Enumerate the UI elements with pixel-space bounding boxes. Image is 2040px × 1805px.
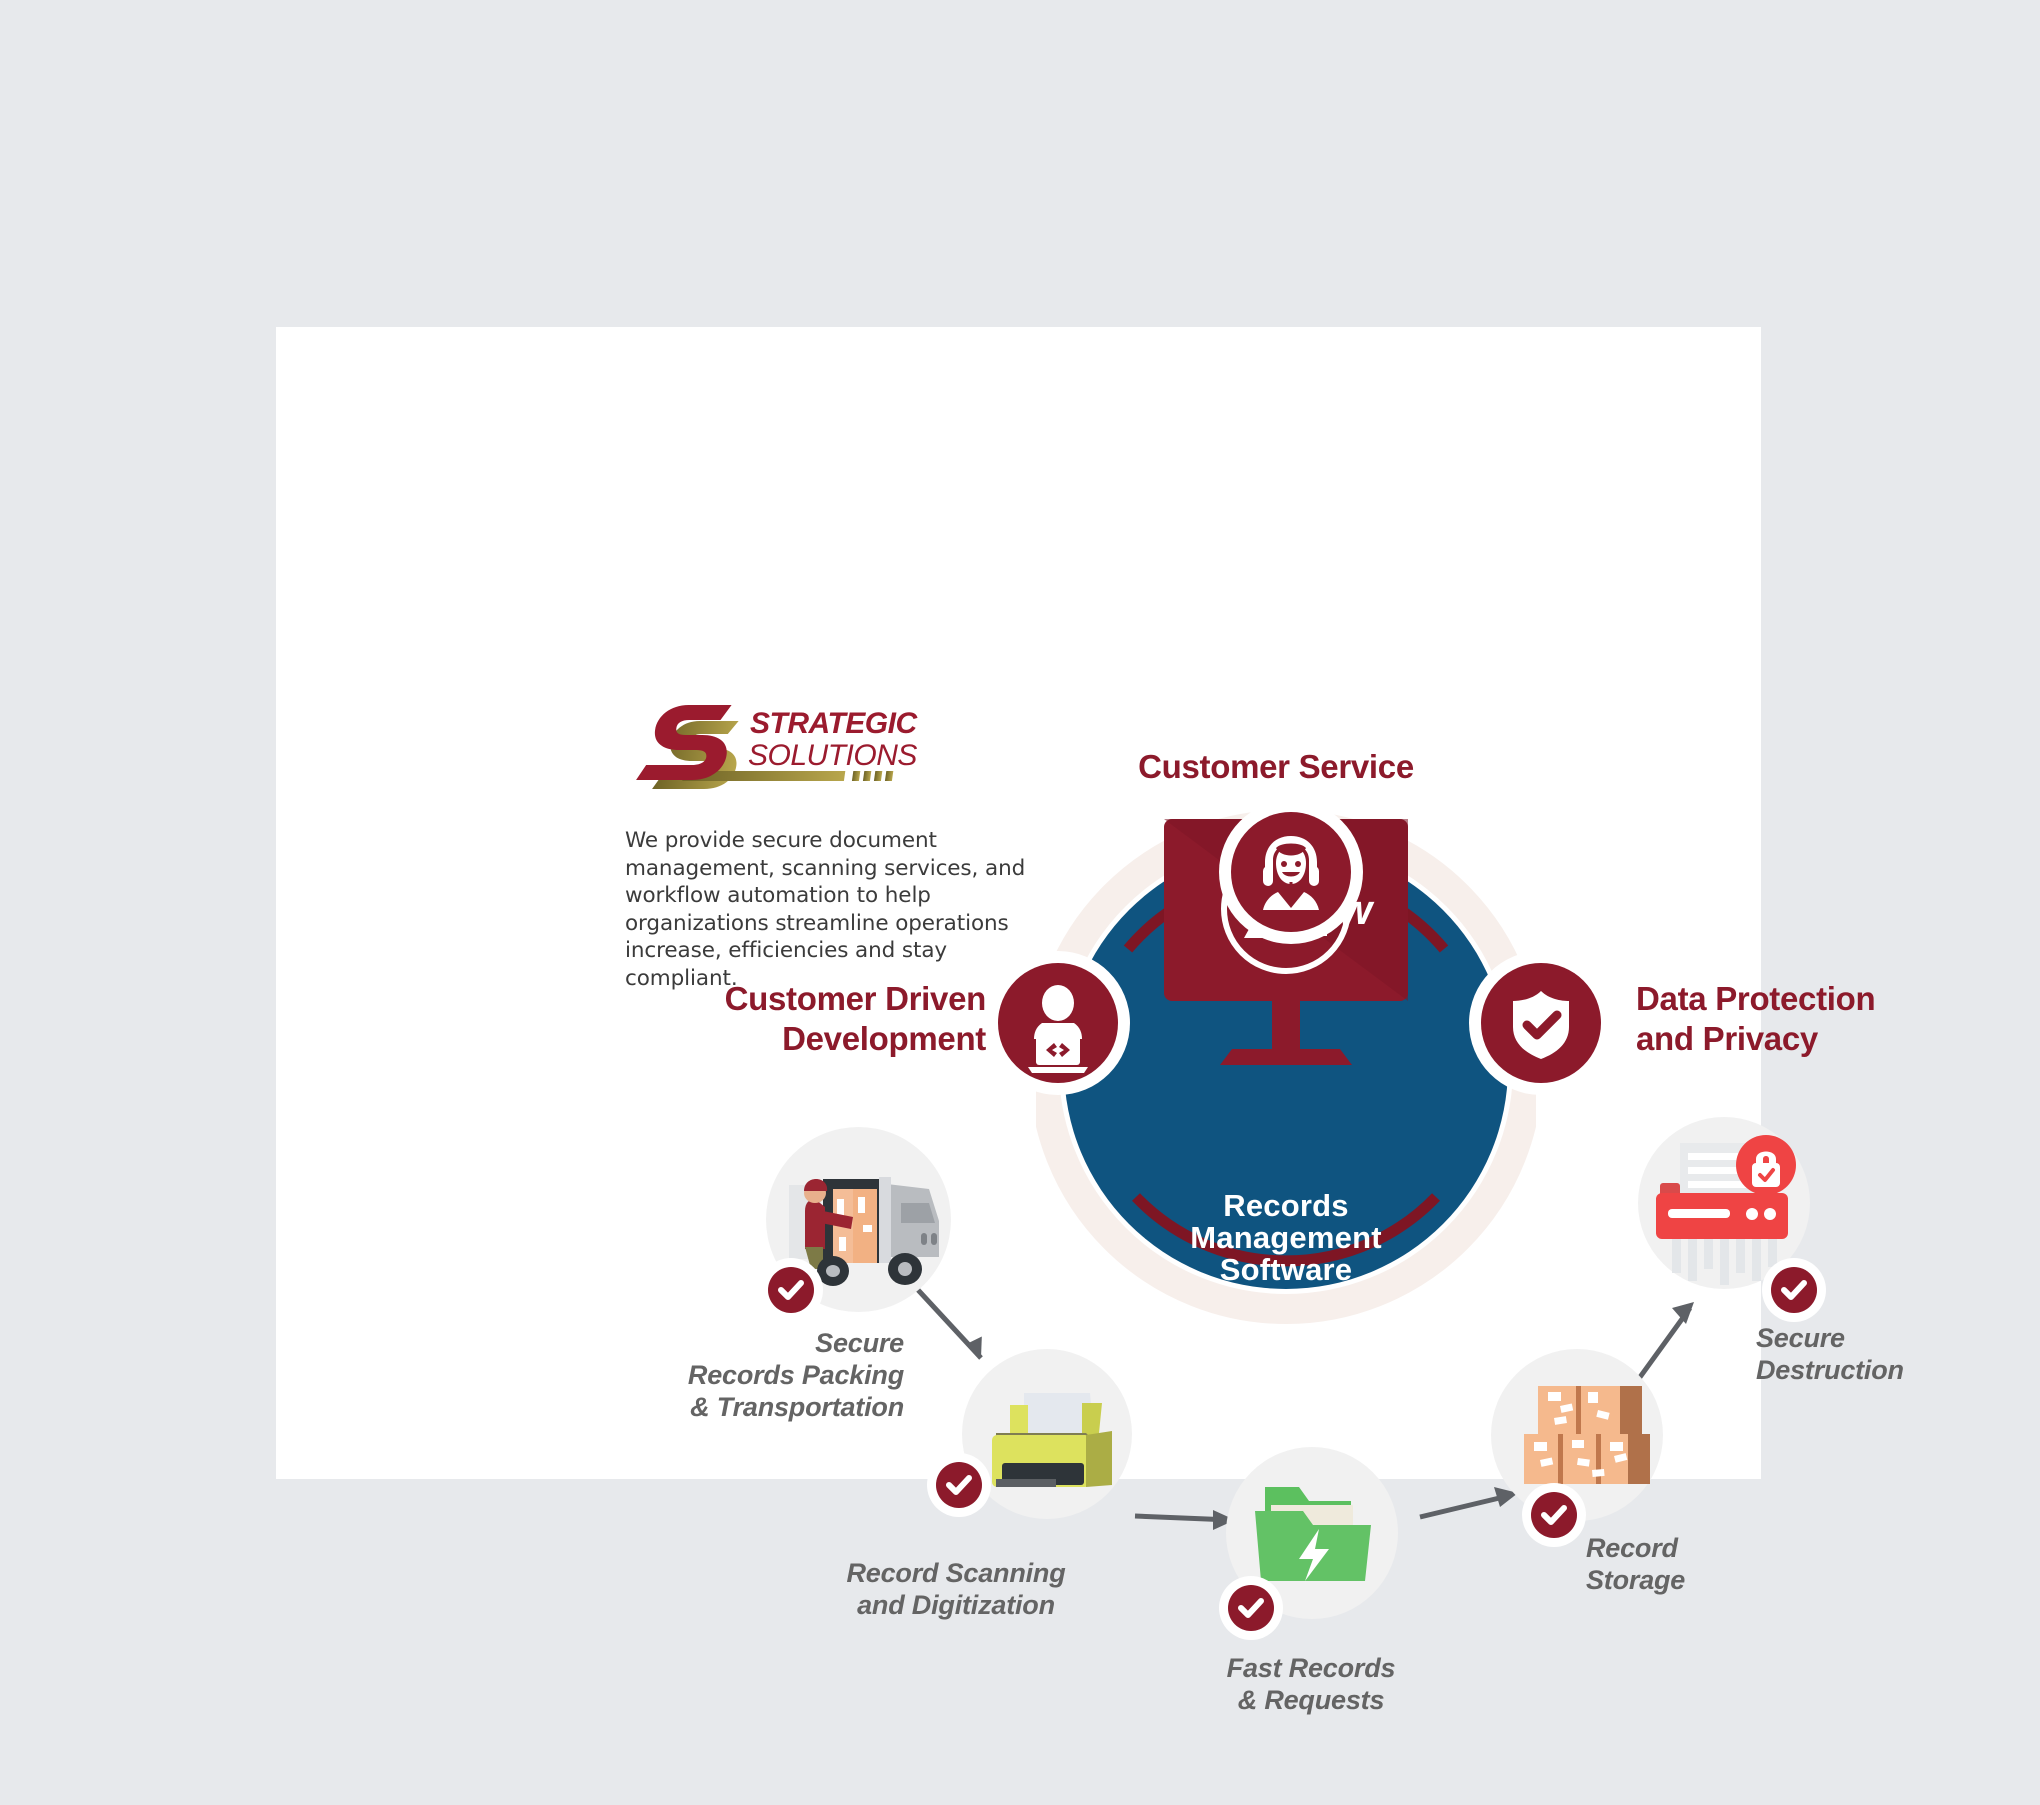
step-label-secure-destruction: Secure Destruction [1756, 1322, 2040, 1386]
flow-arrow-2 [1131, 1492, 1266, 1542]
scanner-printer-icon [966, 1367, 1136, 1512]
pillar-icon-customer-driven-development[interactable] [998, 963, 1118, 1083]
developer-laptop-code-icon [1028, 985, 1088, 1073]
step-label-line1: Secure [1756, 1323, 1845, 1353]
step-label-line2: Records Packing [687, 1360, 904, 1390]
cycle-arrow-bottom [1132, 1193, 1440, 1267]
step-label-line2: & Requests [1237, 1685, 1385, 1715]
check-icon [1238, 1598, 1264, 1618]
check-badge [1771, 1267, 1817, 1313]
step-label-record-storage: Record Storage [1586, 1532, 1846, 1596]
step-label-line1: Fast Records [1226, 1653, 1396, 1683]
hub-label-line1: Records [1223, 1188, 1349, 1223]
pillar-heading-customer-driven-development: Customer Driven Development [606, 979, 987, 1059]
step-label-line1: Secure [815, 1328, 904, 1358]
shield-check-icon [1513, 991, 1569, 1059]
svg-text:STRATEGIC: STRATEGIC [750, 707, 918, 740]
paper-shredder-lock-icon [1644, 1127, 1814, 1297]
company-tagline: We provide secure document management, s… [625, 828, 1026, 991]
pillar-heading-line1: Data Protection [1636, 980, 1876, 1017]
svg-text:SOLUTIONS: SOLUTIONS [748, 739, 917, 772]
pillar-heading-line1: Customer Driven [724, 980, 987, 1017]
check-badge [936, 1462, 982, 1508]
check-badge [768, 1267, 814, 1313]
step-label-line1: Record Scanning [846, 1558, 1066, 1588]
check-icon [778, 1280, 804, 1300]
check-icon [1781, 1280, 1807, 1300]
step-label-line2: Storage [1586, 1565, 1686, 1595]
pillar-icon-data-protection-and-privacy[interactable] [1481, 963, 1601, 1083]
check-icon [946, 1475, 972, 1495]
infographic-card: STRATEGIC SOLUTIONS We provide secure do… [276, 327, 1904, 1715]
stacked-boxes-icon [1516, 1382, 1656, 1502]
check-badge [1228, 1585, 1274, 1631]
check-icon [1541, 1505, 1567, 1525]
step-label-line2: and Digitization [857, 1590, 1055, 1620]
headset-agent-icon [1263, 836, 1319, 910]
pillar-heading-customer-service: Customer Service [1056, 747, 1496, 787]
step-label-record-scanning-and-digitization: Record Scanning and Digitization [796, 1557, 1116, 1621]
flow-arrow-1 [901, 1272, 1031, 1392]
step-label-line2: Destruction [1756, 1355, 1904, 1385]
folder-lightning-icon [1241, 1477, 1391, 1602]
pillar-icon-customer-service[interactable] [1231, 812, 1351, 932]
delivery-truck-loading-icon [761, 1137, 961, 1312]
step-label-secure-records-packing: Secure Records Packing & Transportation [644, 1327, 904, 1423]
logo-mark-icon: STRATEGIC SOLUTIONS [636, 705, 919, 789]
step-label-fast-records-and-requests: Fast Records & Requests [1156, 1652, 1466, 1716]
hub-label-line2: Management [1190, 1220, 1382, 1255]
check-badge [1531, 1492, 1577, 1538]
pillar-heading-line1: Customer Service [1138, 748, 1414, 785]
step-label-line3: & Transportation [690, 1392, 904, 1422]
pillar-heading-data-protection-and-privacy: Data Protection and Privacy [1636, 979, 2036, 1059]
pillar-heading-line2: Development [782, 1020, 986, 1057]
company-logo: STRATEGIC SOLUTIONS [624, 695, 924, 790]
pillar-heading-line2: and Privacy [1636, 1020, 1818, 1057]
step-label-line1: Record [1586, 1533, 1678, 1563]
hub-label-line3: Software [1219, 1252, 1353, 1287]
hub-label: Records Management Software [1121, 1190, 1451, 1286]
